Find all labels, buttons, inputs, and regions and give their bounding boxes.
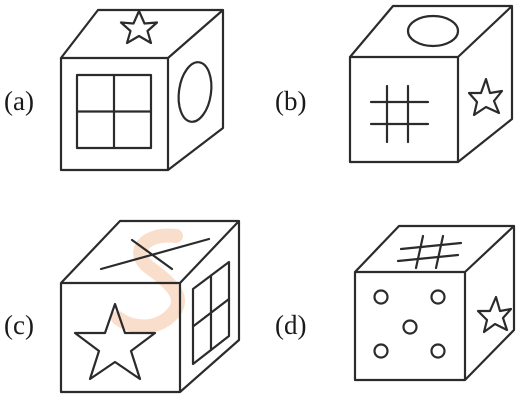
star-icon — [476, 295, 513, 334]
star-icon — [467, 77, 504, 117]
four-square-grid-icon — [75, 73, 153, 150]
option-label-a: (a) — [4, 86, 34, 116]
five-dots-icon — [373, 289, 446, 359]
hash-grid-icon — [396, 234, 463, 270]
cube-d-outline — [353, 224, 516, 382]
cube-d — [353, 224, 516, 382]
diagonal-cross-icon — [99, 237, 211, 271]
cube-a-outline — [59, 8, 225, 172]
cube-b — [348, 4, 514, 164]
cube-a — [59, 8, 225, 172]
option-label-c: (c) — [4, 310, 34, 340]
circle-icon — [177, 61, 213, 123]
cube-c-outline — [59, 219, 241, 394]
cube-c — [59, 219, 241, 394]
four-square-grid-icon — [191, 260, 231, 366]
watermark — [111, 228, 185, 334]
star-icon — [119, 9, 159, 45]
cube-b-outline — [348, 4, 514, 164]
option-label-d: (d) — [275, 310, 307, 340]
star-icon — [73, 302, 157, 381]
circle-icon — [406, 14, 460, 48]
hash-grid-icon — [369, 84, 430, 144]
option-label-b: (b) — [275, 86, 307, 116]
